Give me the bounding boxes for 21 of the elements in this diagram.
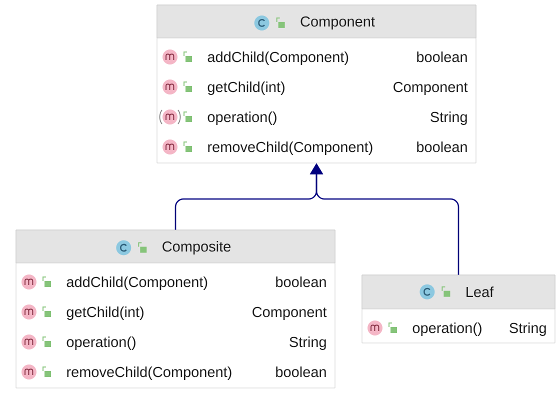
method-name: operation() [208,112,276,125]
return-type: String [430,112,467,125]
method-name: addChild(Component) [208,52,348,65]
class-name: Leaf [466,286,494,298]
method-name: removeChild(Component) [208,142,372,155]
method-name: getChild(int) [66,306,144,320]
return-type: boolean [417,142,467,152]
return-type: String [510,322,546,336]
return-type: boolean [276,366,326,378]
return-type: Component [394,82,468,95]
class-name: Composite [162,240,230,254]
method-name: operation() [66,336,136,350]
method-name: operation() [412,322,482,336]
return-type: boolean [417,52,467,62]
method-name: getChild(int) [208,82,284,95]
class-name: Component [300,16,375,30]
return-type: String [290,336,326,350]
method-name: addChild(Component) [66,276,208,290]
method-name: removeChild(Component) [67,366,232,380]
return-type: boolean [276,276,326,288]
return-type: Component [252,306,327,320]
